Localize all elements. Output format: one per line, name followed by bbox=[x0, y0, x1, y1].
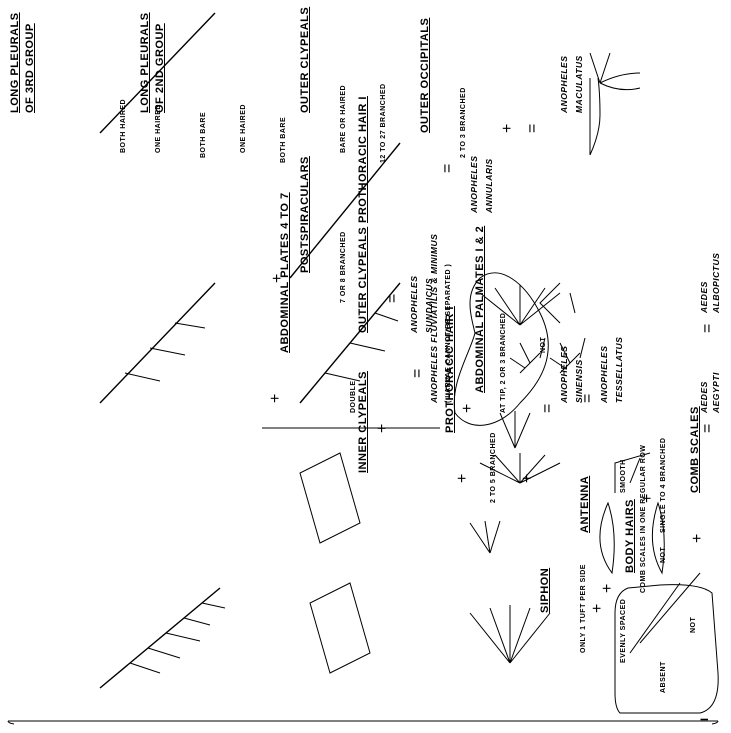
heading-antenna: ANTENNA bbox=[580, 476, 592, 533]
label-absent: ABSENT bbox=[660, 661, 667, 693]
plus-siphon: + bbox=[590, 603, 607, 613]
species-maculatus-1: ANOPHELES bbox=[560, 56, 569, 113]
heading-postspiraculars: POSTSPIRACULARS bbox=[300, 156, 312, 273]
label-both-haired: BOTH HAIRED bbox=[120, 99, 127, 153]
heading-long-pleurals-2nd-2: OF 2ND GROUP bbox=[155, 23, 167, 113]
heading-comb-scales: COMB SCALES bbox=[690, 406, 702, 493]
label-both-bare-b: BOTH BARE bbox=[280, 117, 287, 163]
label-7-or-8: 7 OR 8 BRANCHED bbox=[340, 231, 347, 303]
heading-siphon: SIPHON bbox=[540, 568, 552, 613]
label-single-to-4: SINGLE TO 4 BRANCHED bbox=[660, 438, 667, 533]
species-annularis-2: ANNULARIS bbox=[485, 158, 494, 213]
label-not-c: NOT bbox=[690, 617, 697, 633]
label-smooth: SMOOTH bbox=[620, 459, 627, 493]
label-one-haired-b: ONE HAIRED bbox=[240, 104, 247, 153]
plus-inner-clypeals: + bbox=[375, 423, 392, 433]
plus-prothoracic: + bbox=[455, 473, 472, 483]
antenna-outline bbox=[300, 453, 360, 543]
equals-fluviatilis: = bbox=[410, 368, 427, 378]
palmate-fan bbox=[480, 285, 560, 325]
heading-inner-clypeals: INNER CLYPEALS bbox=[358, 371, 370, 473]
label-evenly-spaced: EVENLY SPACED bbox=[620, 599, 627, 663]
body-hairs-fan bbox=[470, 605, 550, 663]
plus-palmates: + bbox=[520, 473, 537, 483]
heading-outer-occipitals: OUTER OCCIPITALS bbox=[420, 18, 432, 133]
comb-scale-1 bbox=[600, 503, 614, 573]
equals-maculatus: = bbox=[525, 123, 542, 133]
heading-outer-clypeals-1: OUTER CLYPEALS bbox=[300, 7, 312, 113]
equals-sundaicus: = bbox=[385, 293, 402, 303]
plus-comb: + bbox=[600, 583, 617, 593]
heading-outer-clypeals-2: OUTER CLYPEALS bbox=[358, 227, 370, 333]
equals-tessellatus: = bbox=[580, 393, 597, 403]
species-maculatus-2: MACULATUS bbox=[575, 55, 584, 113]
label-not-b: NOT bbox=[660, 547, 667, 563]
equals-aegypti: = bbox=[700, 423, 717, 433]
plus-occipital: + bbox=[500, 123, 517, 133]
plus-antenna: + bbox=[640, 493, 657, 503]
species-aegypti-1: AEDES bbox=[700, 381, 709, 413]
species-tessellatus-1: ANOPHELES bbox=[600, 346, 609, 403]
species-sinensis-1: ANOPHELES bbox=[560, 346, 569, 403]
label-not-a: NOT bbox=[540, 337, 547, 353]
antenna-outline-2 bbox=[310, 583, 370, 673]
plus-body-hairs: + bbox=[690, 533, 707, 543]
heading-prothoracic-b: PROTHORACIC HAIR I bbox=[445, 306, 457, 433]
label-2-to-3: 2 TO 3 BRANCHED bbox=[460, 87, 467, 158]
species-albopictus-2: ALBOPICTUS bbox=[712, 253, 721, 313]
label-comb-scales-row: COMB SCALES IN ONE REGULAR ROW bbox=[640, 445, 647, 593]
heading-abdominal-plates: ABDOMINAL PLATES 4 TO 7 bbox=[280, 192, 292, 353]
label-only-1-tuft: ONLY 1 TUFT PER SIDE bbox=[580, 564, 587, 653]
label-bare-or-haired: BARE OR HAIRED bbox=[340, 85, 347, 153]
heading-long-pleurals-3rd-1: LONG PLEURALS bbox=[10, 12, 22, 113]
plus-outer-clypeals: + bbox=[460, 403, 477, 413]
label-2-to-5: 2 TO 5 BRANCHED bbox=[490, 432, 497, 503]
heading-abdominal-palmates: ABDOMINAL PALMATES I & 2 bbox=[475, 226, 487, 393]
species-fluviatilis: ANOPHELES FLUVIATILIS & MINIMUS bbox=[430, 234, 439, 403]
occipital-hairs bbox=[590, 53, 640, 155]
label-both-bare-a: BOTH BARE bbox=[200, 112, 207, 158]
heading-long-pleurals-2nd-1: LONG PLEURALS bbox=[140, 12, 152, 113]
heading-prothoracic-a: PROTHORACIC HAIR I bbox=[358, 96, 370, 223]
body-hairs-fan-2 bbox=[470, 521, 500, 553]
heading-long-pleurals-3rd-2: OF 3RD GROUP bbox=[25, 23, 37, 113]
label-at-tip: AT TIP, 2 OR 3 BRANCHED bbox=[500, 313, 507, 413]
species-tessellatus-2: TESSELLATUS bbox=[615, 337, 624, 403]
species-albopictus-1: AEDES bbox=[700, 281, 709, 313]
label-12-to-27: 12 TO 27 BRANCHED bbox=[380, 83, 387, 163]
equals-sinensis: = bbox=[540, 403, 557, 413]
page-numeral: I bbox=[700, 717, 712, 721]
species-sundaicus-1: ANOPHELES bbox=[410, 276, 419, 333]
siphon-outline bbox=[615, 585, 718, 713]
heading-body-hairs: BODY HAIRS bbox=[625, 499, 637, 573]
species-annularis-1: ANOPHELES bbox=[470, 156, 479, 213]
equals-annularis: = bbox=[440, 163, 457, 173]
equals-albopictus: = bbox=[700, 323, 717, 333]
species-aegypti-2: AEGYPTI bbox=[712, 372, 721, 413]
plus-1: + bbox=[268, 393, 285, 403]
